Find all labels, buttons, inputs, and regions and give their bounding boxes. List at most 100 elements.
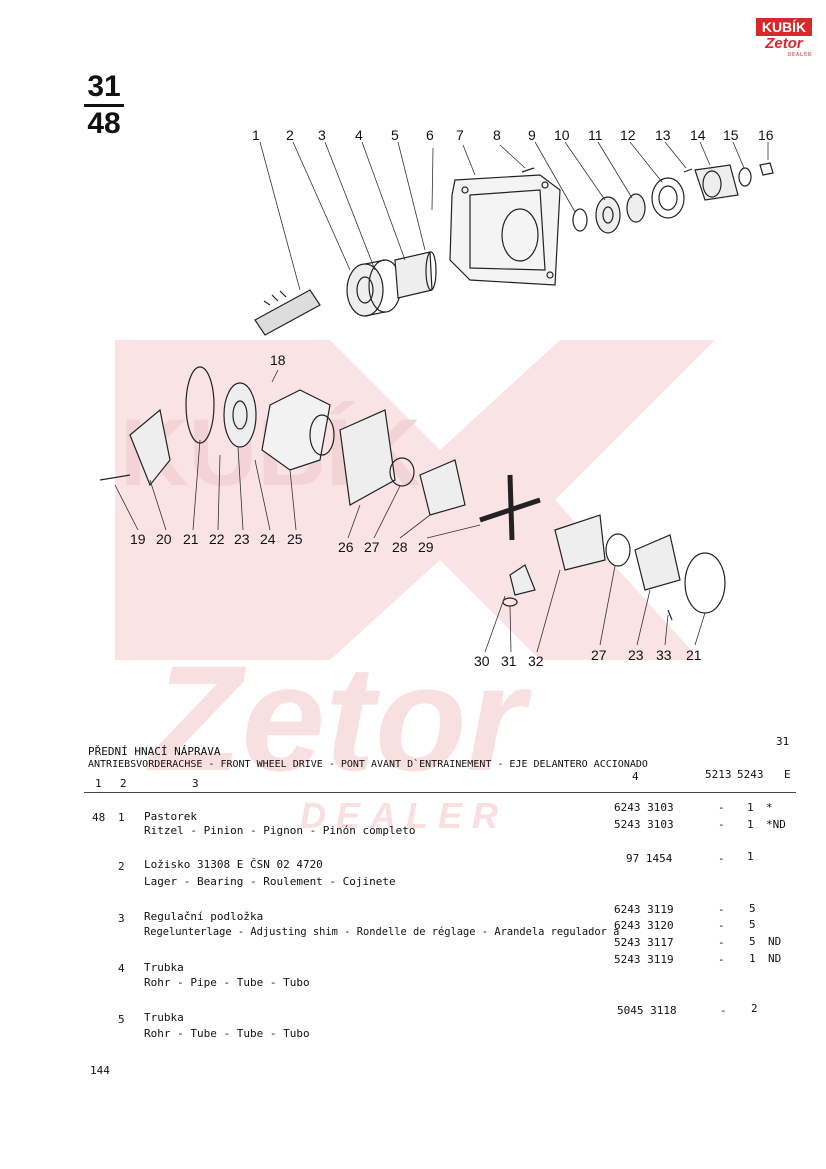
callout: 18 — [270, 352, 286, 368]
part-number: 6243 3120 — [614, 919, 674, 932]
col-head-1: 1 — [95, 777, 102, 790]
callout: 6 — [426, 127, 434, 143]
callout: 7 — [456, 127, 464, 143]
part-qty-a: - — [718, 903, 725, 916]
callout: 32 — [528, 653, 544, 669]
row-desc: Rohr - Tube - Tube - Tubo — [144, 1027, 310, 1040]
differential-left-drawing — [99, 366, 541, 541]
part-qty-a: - — [718, 919, 725, 932]
shim-and-bearing-right-drawing — [521, 162, 774, 234]
callout: 33 — [656, 647, 672, 663]
callout: 8 — [493, 127, 501, 143]
header-multilingual: ANTRIEBSVORDERACHSE - FRONT WHEEL DRIVE … — [88, 759, 648, 770]
callout: 31 — [501, 653, 517, 669]
callout: 5 — [391, 127, 399, 143]
callout: 29 — [418, 539, 434, 555]
part-qty-a: - — [718, 852, 725, 865]
callout: 30 — [474, 653, 490, 669]
kubik-zetor-logo: KUBÍK Zetor DEALER — [756, 18, 812, 58]
col-head-2: 2 — [120, 777, 127, 790]
part-qty-a: - — [718, 953, 725, 966]
col-head-5213: 5213 — [705, 768, 732, 781]
bearing-drawing — [346, 259, 402, 317]
col-head-3: 3 — [192, 777, 199, 790]
row-cz: Trubka — [144, 961, 184, 974]
part-qty-b: 2 — [751, 1002, 758, 1015]
part-number: 5243 3103 — [614, 818, 674, 831]
part-number: 6243 3103 — [614, 801, 674, 814]
callout: 22 — [209, 531, 225, 547]
col-head-5243: 5243 — [737, 768, 764, 781]
callout: 23 — [234, 531, 250, 547]
part-note: * — [766, 801, 773, 814]
logo-brand: KUBÍK — [756, 18, 812, 36]
callout: 11 — [588, 127, 603, 143]
tube-drawing — [394, 251, 437, 299]
row-cz: Ložisko 31308 E ČSN 02 4720 — [144, 858, 323, 871]
row-pos: 5 — [118, 1013, 125, 1026]
part-qty-a: - — [720, 1004, 727, 1017]
callout: 15 — [723, 127, 739, 143]
callout: 26 — [338, 539, 354, 555]
callout: 23 — [628, 647, 644, 663]
part-qty-b: 5 — [749, 918, 756, 931]
part-qty-b: 1 — [749, 952, 756, 965]
row-fig: 48 — [92, 811, 106, 824]
logo-sub: Zetor — [765, 35, 803, 52]
row-cz: Pastorek — [144, 810, 197, 823]
callout: 19 — [130, 531, 146, 547]
logo-tag: DEALER — [787, 52, 812, 58]
row-pos: 3 — [118, 912, 125, 925]
part-qty-b: 1 — [747, 818, 754, 831]
page-ref-divider — [84, 104, 124, 107]
part-qty-a: - — [718, 818, 725, 831]
header-cz: PŘEDNÍ HNACÍ NÁPRAVA — [88, 745, 221, 758]
callout: 27 — [591, 647, 607, 663]
callout: 2 — [286, 127, 294, 143]
callout-numbers: 1 2 3 4 5 6 7 8 9 10 11 12 13 14 15 16 1… — [130, 127, 774, 669]
callout: 14 — [690, 127, 706, 143]
callout: 21 — [183, 531, 199, 547]
row-desc: Rohr - Pipe - Tube - Tubo — [144, 976, 310, 989]
part-qty-b: 1 — [747, 850, 754, 863]
page-reference: 31 48 — [84, 72, 124, 139]
callout: 24 — [260, 531, 276, 547]
housing-drawing — [449, 174, 561, 286]
header-page-right: 31 — [776, 735, 790, 748]
row-pos: 4 — [118, 962, 125, 975]
callout: 16 — [758, 127, 774, 143]
callout: 1 — [252, 127, 260, 143]
part-note: *ND — [766, 818, 786, 831]
page-ref-bottom: 48 — [87, 107, 121, 140]
callout: 20 — [156, 531, 172, 547]
part-qty-a: - — [718, 936, 725, 949]
row-cz: Trubka — [144, 1011, 184, 1024]
callout: 10 — [554, 127, 570, 143]
callout: 27 — [364, 539, 380, 555]
differential-right-drawing — [502, 514, 726, 621]
part-number: 5243 3119 — [614, 953, 674, 966]
row-pos: 2 — [118, 860, 125, 873]
part-note: ND — [768, 952, 782, 965]
callout: 4 — [355, 127, 363, 143]
row-pos: 1 — [118, 811, 125, 824]
callout: 3 — [318, 127, 326, 143]
part-number: 6243 3119 — [614, 903, 674, 916]
part-qty-b: 5 — [749, 902, 756, 915]
header-divider — [84, 792, 796, 793]
row-desc: Lager - Bearing - Roulement - Cojinete — [144, 875, 396, 888]
callout: 9 — [528, 127, 536, 143]
callout: 25 — [287, 531, 303, 547]
row-cz: Regulační podložka — [144, 910, 264, 923]
part-note: ND — [768, 935, 782, 948]
callout: 28 — [392, 539, 408, 555]
col-head-4: 4 — [632, 770, 639, 783]
part-qty-b: 1 — [747, 801, 754, 814]
part-qty-b: 5 — [749, 935, 756, 948]
footer-page-number: 144 — [90, 1064, 110, 1077]
callout: 21 — [686, 647, 702, 663]
part-qty-a: - — [718, 801, 725, 814]
row-desc: Regelunterlage - Adjusting shim - Rondel… — [144, 926, 620, 938]
row-desc: Ritzel - Pinion - Pignon - Pinón complet… — [144, 824, 416, 837]
col-head-e: E — [784, 768, 791, 781]
